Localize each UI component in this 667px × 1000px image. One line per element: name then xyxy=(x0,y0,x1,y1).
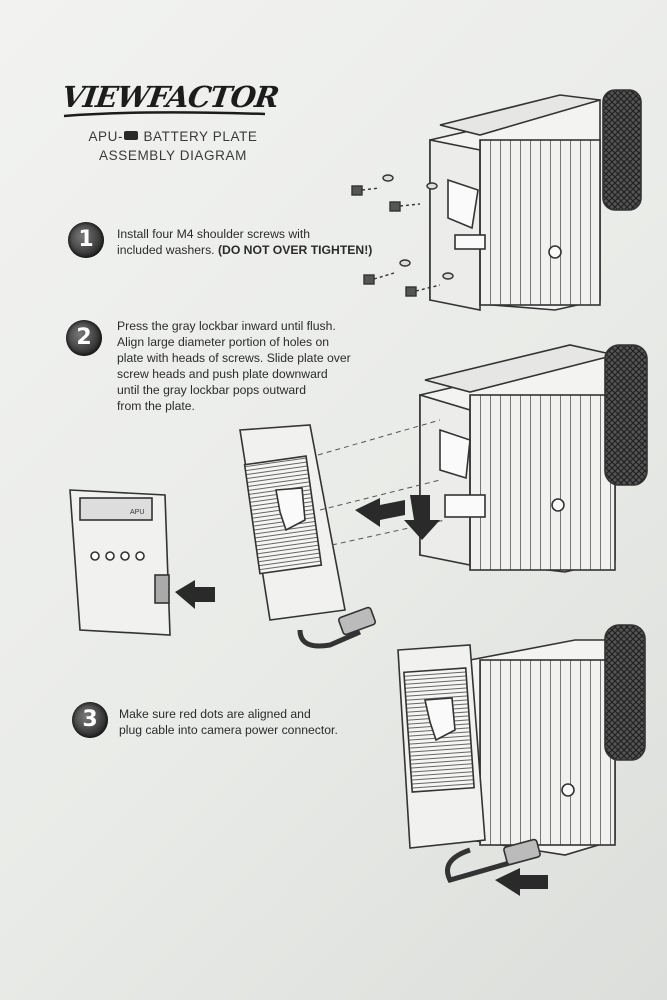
arrow-icon xyxy=(175,580,215,609)
screw-icon xyxy=(351,174,454,297)
lockbar-detail-icon: APU xyxy=(69,489,171,636)
step-3-line: plug cable into camera power connector. xyxy=(119,723,338,737)
step-1-warning: (DO NOT OVER TIGHTEN!) xyxy=(217,243,373,257)
step-2-line: Press the gray lockbar inward until flus… xyxy=(117,319,336,333)
plate-mark-label: APU xyxy=(130,509,144,516)
arrow-icon xyxy=(495,868,548,896)
step-2-line: plate with heads of screws. Slide plate … xyxy=(117,351,351,365)
step-2-text: Press the gray lockbar inward until flus… xyxy=(117,318,351,414)
camera-body-icon xyxy=(469,624,646,856)
step-2-line: screw heads and push plate downward xyxy=(117,367,328,381)
step-1-text: Install four M4 shoulder screws with inc… xyxy=(117,226,372,258)
step-2-line: until the gray lockbar pops outward xyxy=(117,383,307,397)
redacted-mark-icon xyxy=(124,131,139,140)
arrow-icon xyxy=(355,495,440,540)
step-3-text: Make sure red dots are aligned and plug … xyxy=(119,706,338,738)
document-subtitle: ASSEMBLY DIAGRAM xyxy=(99,148,247,163)
camera-body-icon xyxy=(419,344,648,573)
step-1-line-1: Install four M4 shoulder screws with xyxy=(117,227,311,241)
step-1-line-2: included washers. (DO NOT OVER TIGHTEN!) xyxy=(117,243,373,257)
alignment-guide-lines xyxy=(317,419,446,546)
step-2-line: Align large diameter portion of holes on xyxy=(117,335,330,349)
step-3-badge: 3 xyxy=(72,702,108,738)
camera-body-icon xyxy=(429,89,642,311)
step-2-badge: 2 xyxy=(66,320,102,356)
battery-plate-icon xyxy=(239,424,377,649)
step-3-line: Make sure red dots are aligned and xyxy=(119,707,311,721)
logo-swoosh-icon xyxy=(63,111,266,118)
step-1-badge: 1 xyxy=(68,222,104,258)
battery-plate-icon xyxy=(397,644,541,883)
step-2-line: from the plate. xyxy=(117,399,195,413)
document-title: APU- BATTERY PLATE xyxy=(88,129,258,144)
